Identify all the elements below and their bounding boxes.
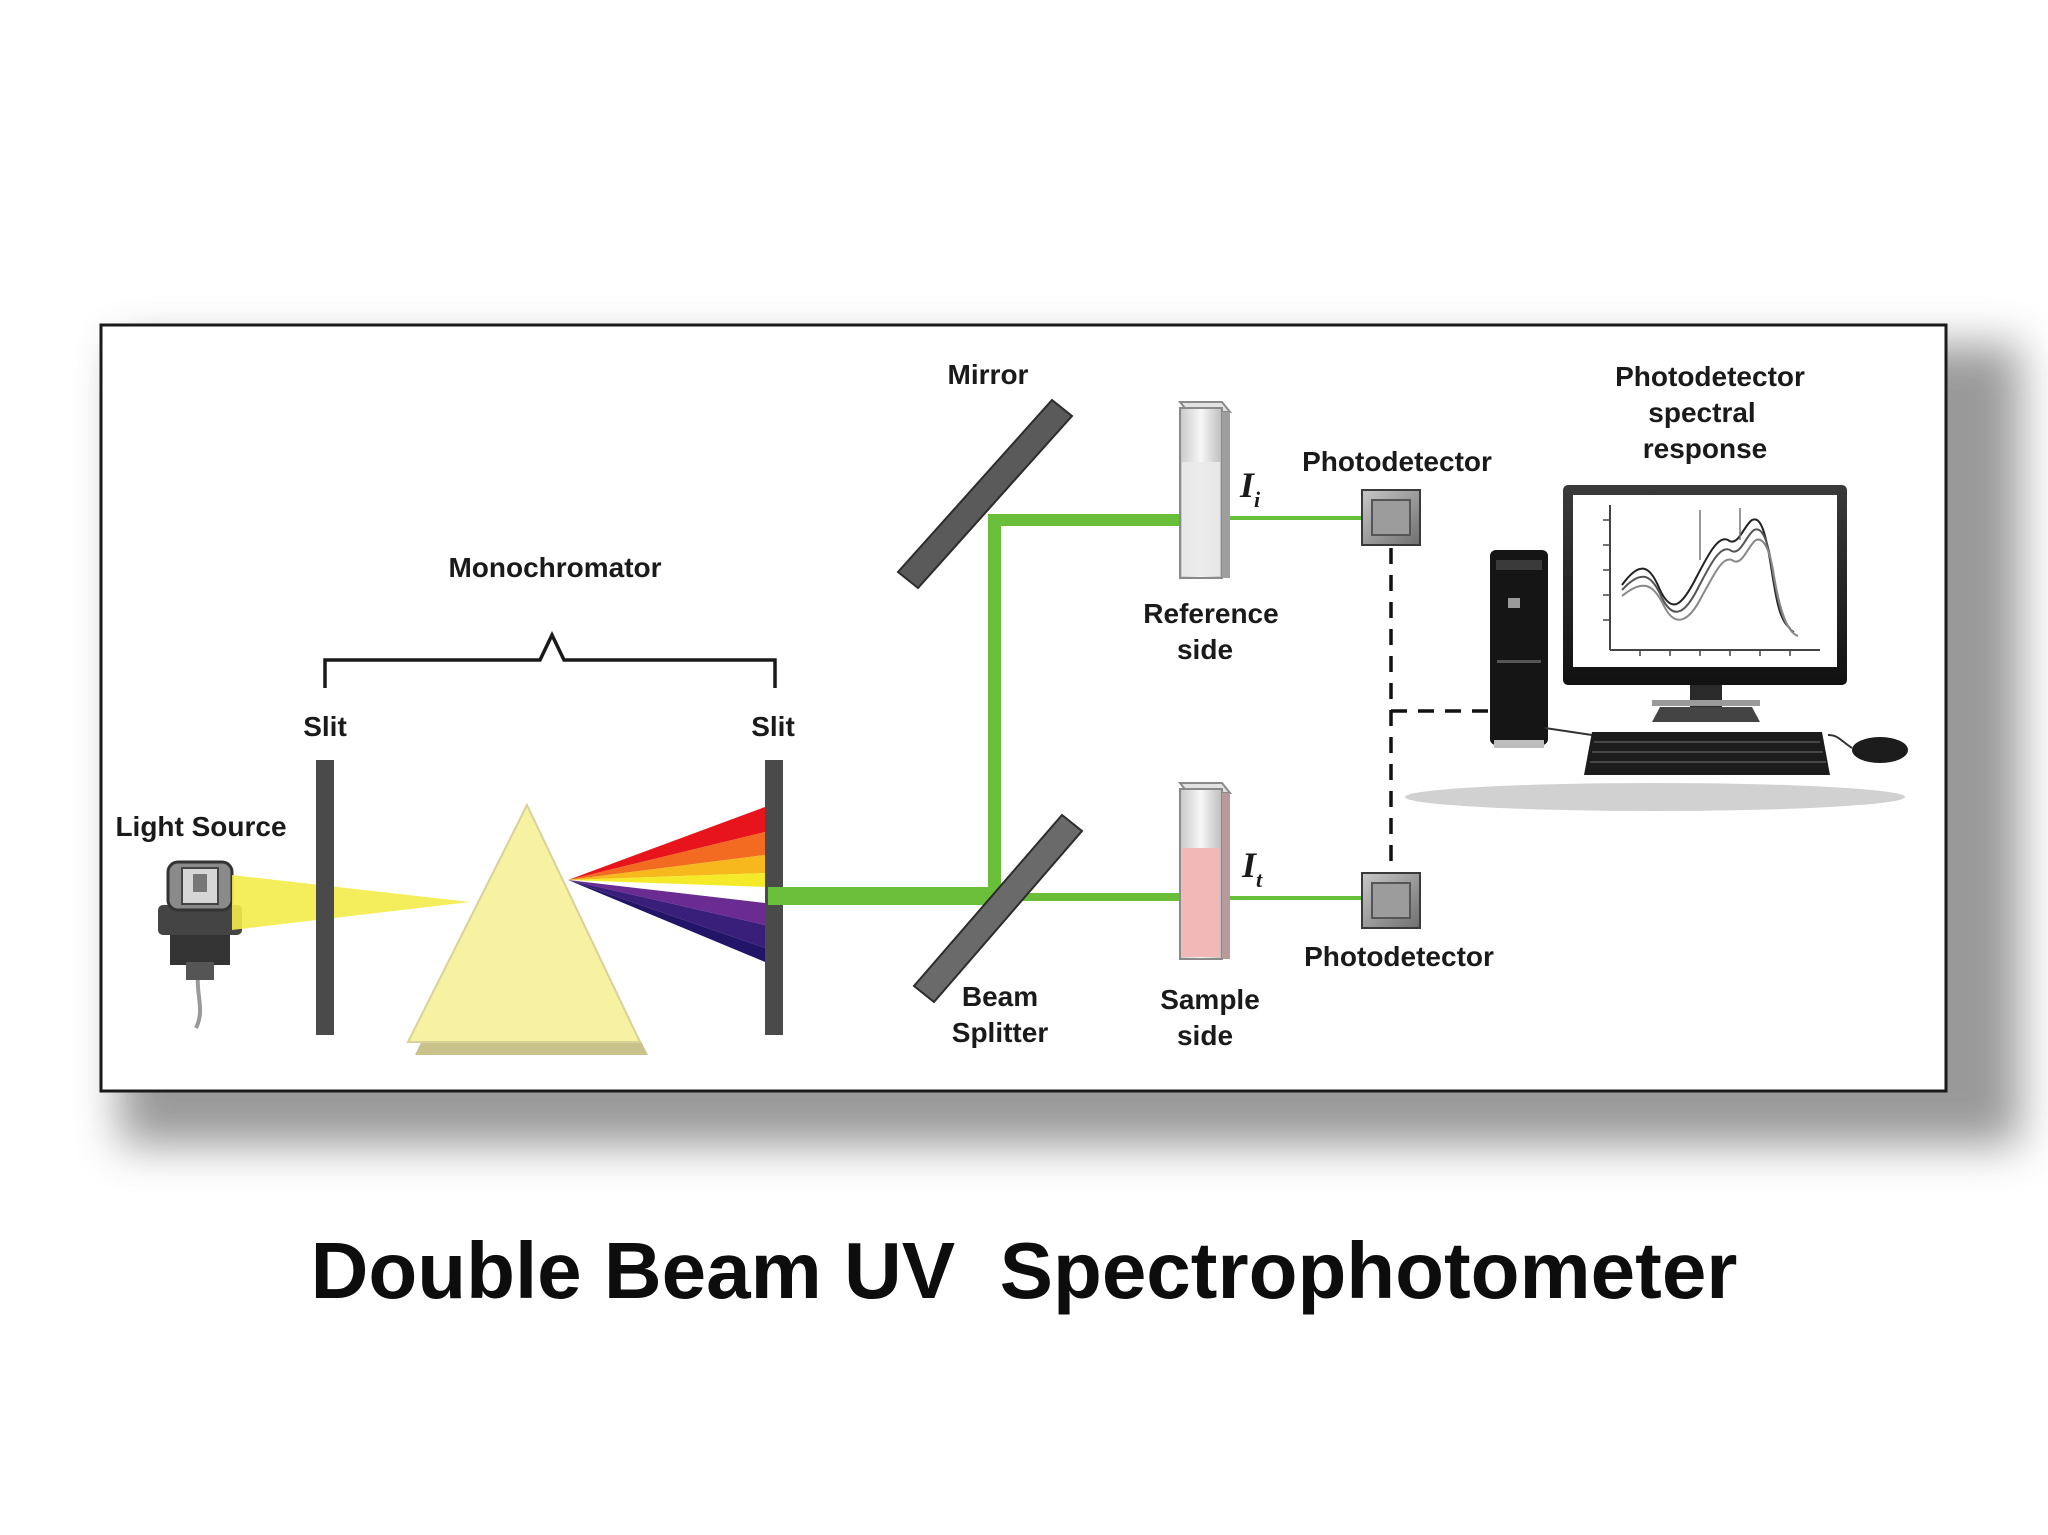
entrance-slit-label: Slit xyxy=(303,711,347,742)
prism-icon xyxy=(406,802,648,1055)
exit-slit-label: Slit xyxy=(751,711,795,742)
photodetector-bottom-label: Photodetector xyxy=(1304,941,1494,972)
photodetector-top-label: Photodetector xyxy=(1302,446,1492,477)
spectral-response-plot xyxy=(1603,505,1820,656)
desktop-computer-icon xyxy=(1405,485,1908,811)
light-beam-cone xyxy=(232,875,470,930)
reference-intensity-symbol: Ii xyxy=(1239,465,1261,512)
sample-side-label-line2: side xyxy=(1177,1020,1233,1051)
photodetector-top-icon xyxy=(1361,489,1421,546)
entrance-slit xyxy=(316,760,334,1035)
green-beam-paths xyxy=(768,514,1362,905)
beam-splitter xyxy=(912,813,1084,1004)
photodetector-bottom-icon xyxy=(1361,872,1421,929)
mirror xyxy=(896,398,1074,590)
sample-cuvette xyxy=(1177,782,1233,960)
monochromator-label: Monochromator xyxy=(448,552,661,583)
reference-side-label-line2: side xyxy=(1177,634,1233,665)
page-title: Double Beam UV Spectrophotometer xyxy=(310,1226,1738,1315)
sample-side-label-line1: Sample xyxy=(1160,984,1260,1015)
spectrum-fan xyxy=(568,807,765,962)
spectral-response-label-line3: response xyxy=(1643,433,1768,464)
light-source-label: Light Source xyxy=(115,811,286,842)
beam-splitter-label-line1: Beam xyxy=(962,981,1038,1012)
beam-splitter-label-line2: Splitter xyxy=(952,1017,1049,1048)
reference-cuvette xyxy=(1177,401,1233,579)
signal-connections xyxy=(1389,548,1490,870)
sample-intensity-symbol: It xyxy=(1241,845,1263,892)
monochromator-bracket xyxy=(323,630,777,688)
spectral-response-label-line2: spectral xyxy=(1648,397,1755,428)
light-source-lamp-icon xyxy=(158,860,242,1029)
mirror-label: Mirror xyxy=(948,359,1029,390)
reference-side-label-line1: Reference xyxy=(1143,598,1278,629)
spectral-response-label-line1: Photodetector xyxy=(1615,361,1805,392)
